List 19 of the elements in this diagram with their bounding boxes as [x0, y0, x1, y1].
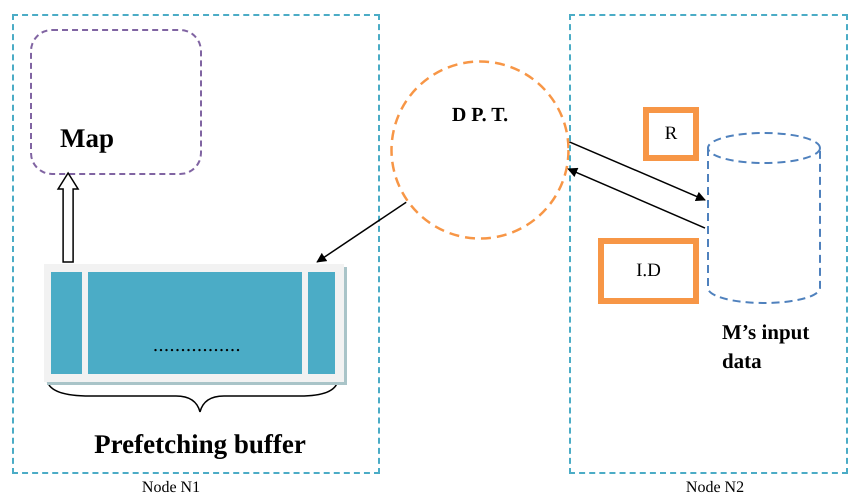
buffer-bar [44, 264, 344, 382]
arrow [569, 141, 706, 202]
node-caption: Node N2 [684, 478, 746, 498]
ellipsis-dots: ................ [153, 334, 241, 357]
node-region [12, 14, 380, 474]
process-box [30, 29, 202, 175]
node-caption: Prefetching buffer [93, 428, 307, 460]
node-region [569, 14, 848, 474]
node-caption: M’s input data [722, 319, 810, 376]
circle-label: D P. T. [450, 104, 510, 127]
dashed-circle [390, 60, 570, 240]
label-box: I.D [598, 238, 699, 304]
hollow-arrow [56, 172, 80, 263]
label-box: R [643, 107, 699, 161]
database-cylinder [707, 132, 821, 304]
node-caption: Node N1 [140, 478, 202, 498]
arrow [567, 168, 706, 229]
box-label: Map [60, 123, 114, 154]
arrow [316, 202, 407, 263]
